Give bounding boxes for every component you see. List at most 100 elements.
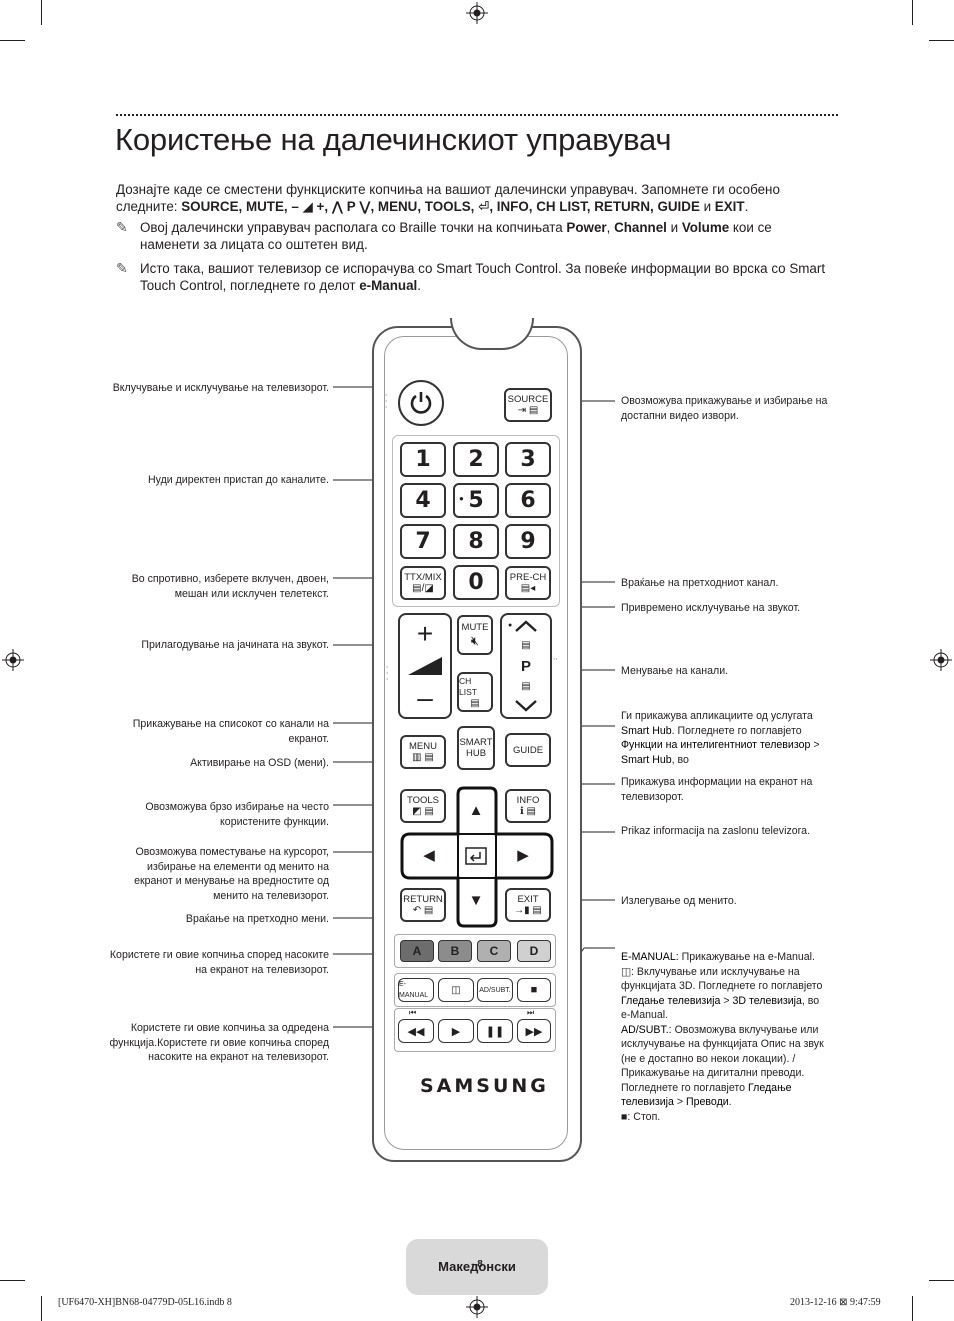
footer-timestamp: 2013-12-16 ⊠ 9:47:59	[790, 1297, 881, 1308]
arrow-right-button[interactable]: ▶	[498, 837, 548, 873]
channel-rocker[interactable]: ▤ P ▤	[500, 613, 552, 719]
ch-list-button[interactable]: CH LIST ▤	[457, 672, 493, 712]
ttx-mix-label: TTX/MIX	[404, 572, 442, 583]
note-text: Овој далечински управувач располага со B…	[140, 220, 567, 235]
text: . Погледнете го поглавјето	[671, 724, 802, 737]
pre-ch-button[interactable]: PRE-CH ▤◂	[505, 566, 551, 600]
text: : Вклучување или исклучување на функција…	[621, 965, 823, 993]
source-button[interactable]: SOURCE ⇥ ▤	[504, 388, 552, 422]
ad-subt-button[interactable]: AD/SUBT.	[477, 978, 513, 1002]
text-em: AD/SUBT.:	[621, 1023, 672, 1036]
crop-mark	[41, 1296, 42, 1321]
intro-text: Дознајте каде се сместени функциските ко…	[116, 182, 780, 214]
3d-button[interactable]: ◫	[438, 978, 474, 1002]
digit-2-button[interactable]: 2	[453, 442, 499, 477]
source-icon: ⇥ ▤	[517, 405, 539, 416]
digit-0-button[interactable]: 0	[453, 565, 499, 600]
text: >	[720, 994, 733, 1007]
digit-5-button[interactable]: 5	[453, 483, 499, 518]
power-icon	[410, 392, 432, 414]
text: .	[728, 1096, 732, 1108]
intro-and: и	[699, 199, 715, 214]
rewind-icon: ◀◀	[407, 1025, 425, 1038]
guide-button[interactable]: GUIDE	[505, 733, 551, 767]
label-digits: Нуди директен пристап до каналите.	[147, 474, 329, 486]
ch-down-small-icon: ▤	[521, 681, 531, 693]
note-text: Исто така, вашиот телевизор се испорачув…	[140, 261, 826, 293]
tools-label: TOOLS	[406, 795, 440, 806]
label-return: Враќање на претходно мени.	[185, 913, 329, 925]
intro-keys: SOURCE, MUTE, – ◢ +, ⋀ P ⋁, MENU, TOOLS,…	[181, 199, 700, 214]
return-button[interactable]: RETURN ↶ ▤	[400, 888, 446, 922]
label-volume: Прилагодување на јачината на звукот.	[141, 639, 329, 651]
stop-button[interactable]: ■	[517, 978, 551, 1002]
note-braille: ✎ Овој далечински управувач располага со…	[116, 219, 826, 253]
note-bold: Power	[566, 220, 607, 235]
arrow-up-button[interactable]: ▲	[461, 790, 491, 830]
smart-label: SMART	[459, 737, 493, 748]
digit-1-button[interactable]: 1	[400, 442, 446, 477]
digit-9-button[interactable]: 9	[505, 524, 551, 559]
pause-button[interactable]: ❚❚	[477, 1019, 513, 1043]
digit-8-button[interactable]: 8	[453, 524, 499, 559]
pre-ch-label: PRE-CH	[509, 572, 547, 583]
e-manual-button[interactable]: E-MANUAL	[398, 978, 434, 1002]
color-key-a-label: A	[412, 944, 422, 958]
ch-list-icon: ▤	[470, 697, 480, 709]
note-text: ,	[606, 220, 615, 235]
braille-dots-icon: ∙∙	[553, 654, 558, 663]
color-key-b-button[interactable]: B	[438, 940, 472, 962]
digit-3-button[interactable]: 3	[505, 442, 551, 477]
tools-icon: ◩ ▤	[412, 806, 434, 817]
exit-label: EXIT	[517, 894, 539, 905]
enter-button[interactable]	[460, 842, 492, 870]
page-suffix: - 8	[471, 1259, 483, 1270]
3d-small-icon: ◫	[621, 965, 632, 978]
ttx-mix-button[interactable]: TTX/MIX ▤/◪	[400, 566, 446, 600]
digit-4-button[interactable]: 4	[400, 483, 446, 518]
ch-list-label: CH LIST	[459, 675, 477, 697]
info-button[interactable]: INFO ℹ ▤	[505, 789, 551, 823]
digit-6-button[interactable]: 6	[505, 483, 551, 518]
volume-rocker[interactable]: + –	[398, 613, 452, 719]
registration-mark-icon	[2, 649, 24, 671]
channel-p-label: P	[520, 657, 531, 675]
color-key-c-button[interactable]: C	[477, 940, 511, 962]
label-menu: Активирање на OSD (мени).	[190, 757, 329, 769]
enter-icon	[465, 847, 487, 865]
braille-dots-icon: ∙∙∙	[385, 390, 388, 411]
menu-button[interactable]: MENU ▥ ▤	[400, 735, 446, 769]
section-divider	[116, 114, 838, 116]
note-smart-touch: ✎ Исто така, вашиот телевизор се испорач…	[116, 260, 826, 294]
smart-hub-button[interactable]: SMART HUB	[457, 726, 495, 770]
label-source: Овозможува прикажување и избирање на дос…	[621, 395, 828, 422]
play-button[interactable]: ▶	[438, 1019, 474, 1043]
pre-ch-icon: ▤◂	[520, 583, 536, 594]
text-em: Функции на интелигентниот телевизор	[621, 739, 811, 751]
fast-forward-button[interactable]: ▶▶	[517, 1019, 551, 1043]
rewind-button[interactable]: ◀◀	[398, 1019, 434, 1043]
registration-mark-icon	[930, 649, 952, 671]
color-key-d-button[interactable]: D	[517, 940, 551, 962]
tools-button[interactable]: TOOLS ◩ ▤	[400, 789, 446, 823]
triangle-left-icon: ◀	[423, 847, 435, 864]
color-key-a-button[interactable]: A	[400, 940, 434, 962]
text: >	[810, 739, 820, 751]
volume-ramp-icon	[408, 657, 442, 675]
navigation-pad	[400, 786, 554, 928]
label-ttx: Во спротивно, изберете вклучен, двоен, м…	[131, 573, 329, 600]
arrow-down-button[interactable]: ▼	[461, 880, 491, 920]
exit-button[interactable]: EXIT →▮ ▤	[505, 888, 551, 922]
power-button[interactable]	[398, 380, 444, 426]
playback-keys-frame	[394, 1008, 556, 1052]
label-ch-list: Прикажување на списокот со канали на екр…	[132, 718, 329, 745]
mute-button[interactable]: MUTE 🔇︎	[457, 615, 493, 655]
number-pad-frame	[392, 435, 560, 607]
intro-exit: EXIT	[714, 199, 745, 214]
crop-mark	[0, 1280, 25, 1281]
teletext-icon: ▤/◪	[412, 583, 434, 594]
arrow-left-button[interactable]: ◀	[404, 837, 454, 873]
e-manual-label: E-MANUAL	[399, 981, 429, 999]
text: : Стоп.	[627, 1110, 661, 1123]
digit-7-button[interactable]: 7	[400, 524, 446, 559]
